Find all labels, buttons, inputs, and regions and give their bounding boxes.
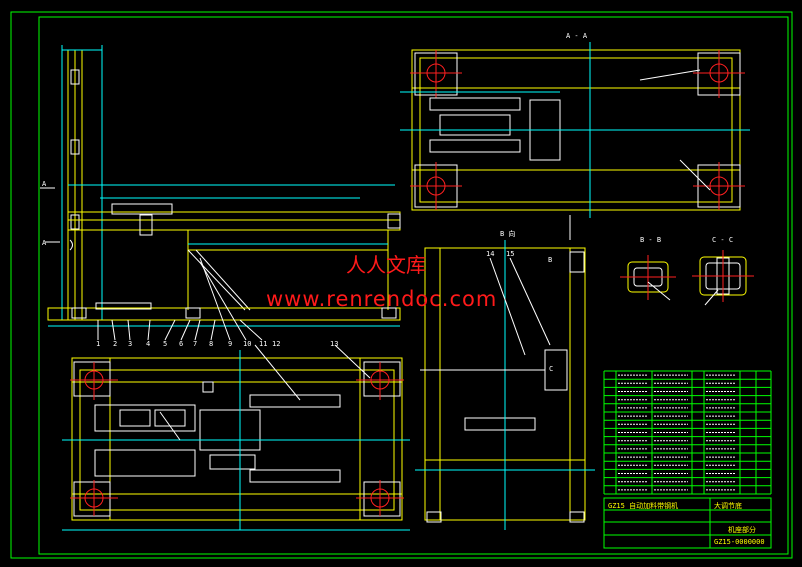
callout-label: 11 — [259, 340, 267, 348]
view-marker-a-lower: A — [42, 239, 47, 247]
section-b-b-label: B - B — [640, 236, 661, 244]
side-view-callouts: 1 2 3 4 5 6 7 8 9 10 11 12 13 — [96, 340, 338, 348]
outer-border — [10, 11, 793, 559]
title-block — [603, 497, 772, 549]
view-marker-a-left: A — [42, 180, 47, 188]
end-view-callouts: 14 15 — [486, 250, 514, 258]
callout-label: 10 — [243, 340, 251, 348]
view-marker-b: B — [548, 256, 552, 264]
callout-label: 13 — [330, 340, 338, 348]
end-view-b — [415, 240, 595, 530]
plan-view — [62, 344, 410, 531]
drawing-number: GZ15-0000000 — [714, 538, 765, 546]
side-elevation-view — [40, 45, 401, 327]
callout-label: 14 — [486, 250, 494, 258]
section-b-b-view — [620, 255, 676, 301]
bill-of-materials — [603, 370, 772, 495]
callout-label: 5 — [163, 340, 167, 348]
callout-label: 4 — [146, 340, 150, 348]
product-title: GZ15 自动加料带钢机 — [608, 501, 678, 510]
callout-label: 1 — [96, 340, 100, 348]
watermark-url: www.renrendoc.com — [266, 287, 497, 311]
section-c-c-label: C - C — [712, 236, 733, 244]
watermark-cn: 人人文库 — [346, 253, 426, 277]
section-a-a-label: A - A — [566, 32, 588, 40]
inner-border — [38, 16, 789, 555]
section-c-c-view — [692, 250, 754, 306]
callout-label: 9 — [228, 340, 232, 348]
callout-label: 12 — [272, 340, 280, 348]
callout-label: 2 — [113, 340, 117, 348]
view-marker-c: C — [549, 365, 553, 373]
callout-label: 3 — [128, 340, 132, 348]
part-name: 机座部分 — [728, 525, 756, 534]
side-view-leaders — [97, 257, 263, 341]
assembly-subtitle: 大调节底 — [714, 501, 742, 510]
view-b-label: B 向 — [500, 229, 515, 238]
callout-label: 8 — [209, 340, 213, 348]
callout-label: 7 — [193, 340, 197, 348]
callout-label: 6 — [179, 340, 183, 348]
callout-label: 15 — [506, 250, 514, 258]
section-a-a-view — [400, 42, 750, 240]
